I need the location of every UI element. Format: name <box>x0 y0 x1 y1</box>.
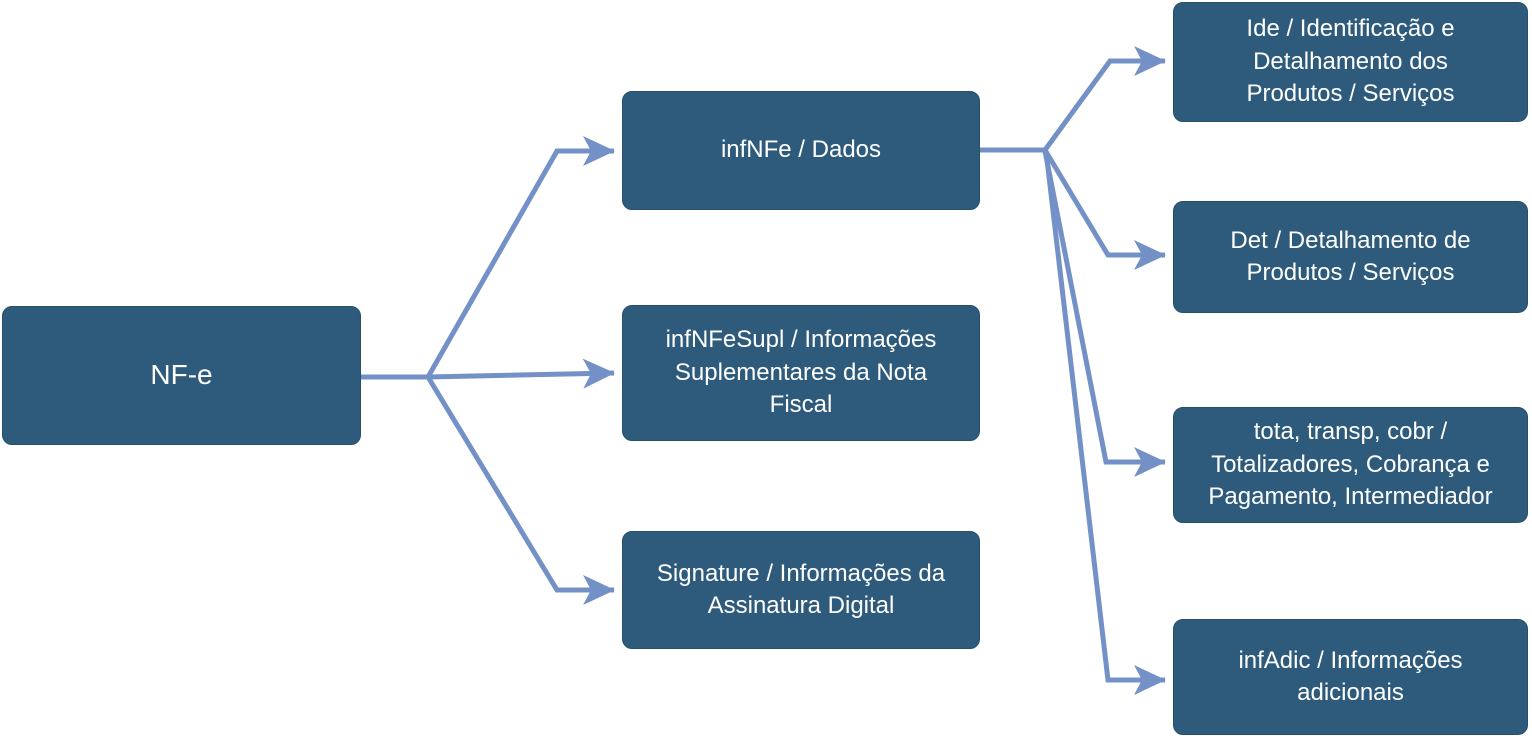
node-infnfesupl-label: infNFeSupl / Informações Suplementares d… <box>665 326 937 419</box>
node-ide-label: Ide / Identificação e Detalhamento dos P… <box>1246 15 1455 108</box>
node-ide: Ide / Identificação e Detalhamento dos P… <box>1173 2 1528 122</box>
edge-nfe-infnfesupl <box>427 358 615 389</box>
node-nfe-label: NF-e <box>150 359 213 391</box>
node-tota: tota, transp, cobr / Totalizadores, Cobr… <box>1173 407 1528 523</box>
node-infnfe: infNFe / Dados <box>622 91 980 210</box>
node-tota-label: tota, transp, cobr / Totalizadores, Cobr… <box>1208 418 1493 511</box>
edge-nfe-infnfe <box>425 136 615 379</box>
node-signature-label: Signature / Informações da Assinatura Di… <box>656 559 946 619</box>
node-infnfesupl: infNFeSupl / Informações Suplementares d… <box>622 305 980 441</box>
node-infnfe-label: infNFe / Dados <box>720 136 882 164</box>
node-det: Det / Detalhamento de Produtos / Serviço… <box>1173 201 1528 313</box>
node-infadic-label: infAdic / Informações adicionais <box>1238 646 1463 706</box>
node-infadic: infAdic / Informações adicionais <box>1173 619 1528 735</box>
node-signature: Signature / Informações da Assinatura Di… <box>622 531 980 649</box>
node-nfe: NF-e <box>2 306 361 445</box>
edge-infnfe-tota <box>1042 150 1166 477</box>
edge-infnfe-det <box>1042 148 1166 270</box>
node-det-label: Det / Detalhamento de Produtos / Serviço… <box>1230 226 1471 286</box>
edge-nfe-signature <box>425 375 615 605</box>
edge-infnfe-ide <box>1042 46 1166 152</box>
edge-infnfe-infadic <box>1043 150 1166 695</box>
